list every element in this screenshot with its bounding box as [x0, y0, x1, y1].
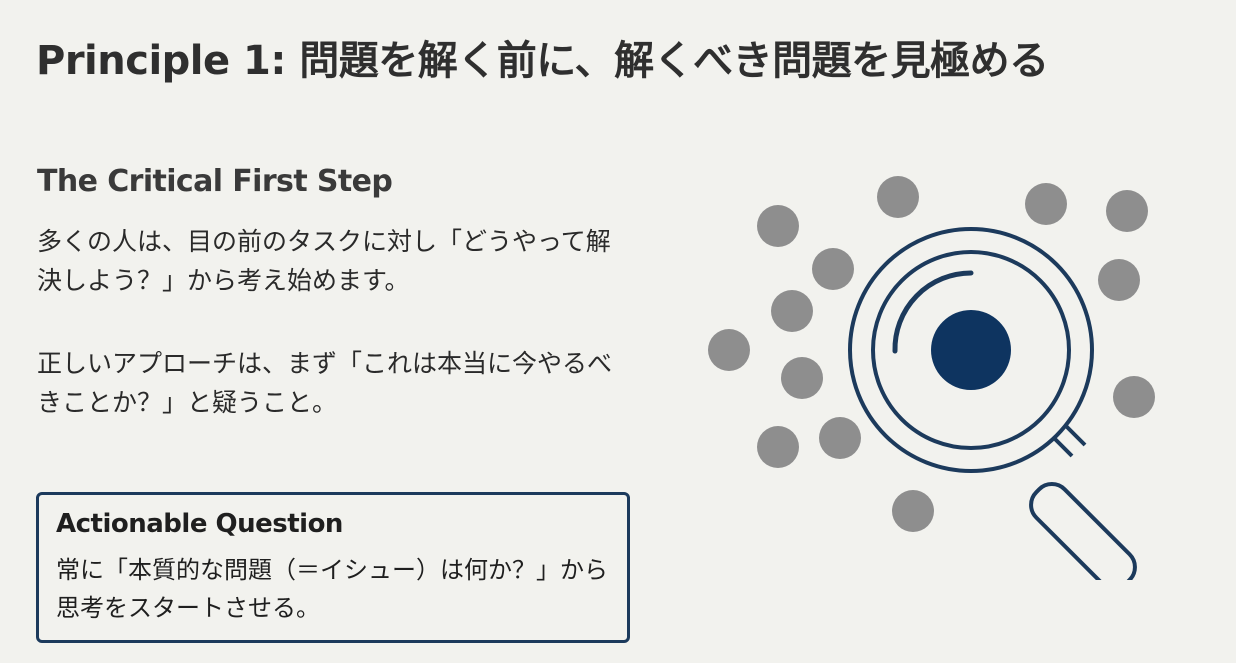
scatter-dot	[708, 329, 750, 371]
scatter-dot	[877, 176, 919, 218]
paragraph-1: 多くの人は、目の前のタスクに対し「どうやって解決しよう？」から考え始めます。	[37, 227, 611, 295]
scatter-dot	[757, 426, 799, 468]
actionable-question-callout: Actionable Question 常に「本質的な問題（＝イシュー）は何か？…	[36, 492, 630, 643]
magnifying-glass-illustration	[708, 176, 1155, 580]
magnifying-glass-icon	[848, 227, 1137, 580]
scatter-dot	[812, 248, 854, 290]
scatter-dot	[771, 290, 813, 332]
scatter-dot	[1113, 376, 1155, 418]
scatter-dots	[708, 176, 1155, 532]
focus-dot	[931, 310, 1011, 390]
scatter-dot	[781, 357, 823, 399]
scatter-dot	[892, 490, 934, 532]
callout-title: Actionable Question	[56, 509, 343, 539]
scatter-dot	[1025, 183, 1067, 225]
scatter-dot	[819, 417, 861, 459]
callout-text: 常に「本質的な問題（＝イシュー）は何か？」から思考をスタートさせる。	[56, 556, 608, 622]
paragraph-2: 正しいアプローチは、まず「これは本当に今やるべきことか？」と疑うこと。	[37, 349, 613, 417]
scatter-dot	[757, 205, 799, 247]
section-heading: The Critical First Step	[37, 164, 393, 199]
slide-title: Principle 1: 問題を解く前に、解くべき問題を見極める	[36, 38, 1049, 84]
scatter-dot	[1098, 259, 1140, 301]
scatter-dot	[1106, 190, 1148, 232]
